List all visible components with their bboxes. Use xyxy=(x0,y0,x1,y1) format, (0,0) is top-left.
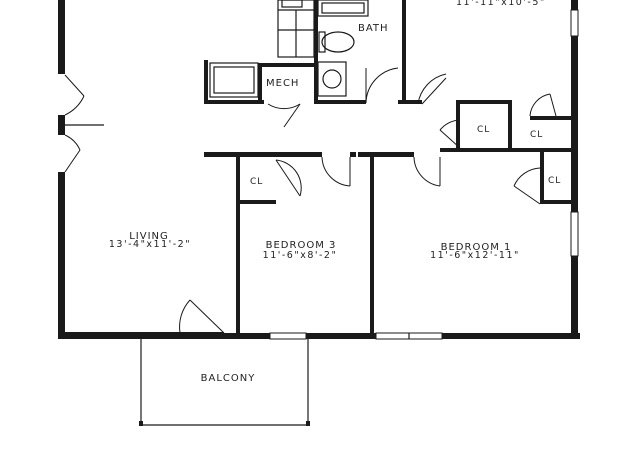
bedroom1-dims: 11'-6"x12'-11" xyxy=(430,250,520,261)
living-label: LIVING xyxy=(129,231,169,242)
closet-label-4: CL xyxy=(250,177,263,187)
bottom-windows xyxy=(269,332,443,340)
interior-walls xyxy=(179,73,571,334)
closet-label-2: CL xyxy=(530,130,543,140)
mech-room xyxy=(204,60,314,128)
top-bedroom-dims: 11'-11"x10'-5" xyxy=(456,0,546,8)
living-dims: 13'-4"x11'-2" xyxy=(109,239,191,250)
left-entry-door xyxy=(58,74,104,173)
bedroom1-label: BEDROOM 1 xyxy=(441,242,512,253)
mech-label: MECH xyxy=(266,78,299,89)
closet-label-1: CL xyxy=(477,125,490,135)
kitchen-bath-area xyxy=(277,0,418,104)
closet-label-3: CL xyxy=(548,176,561,186)
bedroom3-label: BEDROOM 3 xyxy=(266,240,337,251)
bedroom3-dims: 11'-6"x8'-2" xyxy=(263,250,338,261)
balcony xyxy=(139,339,310,426)
balcony-label: BALCONY xyxy=(201,373,256,384)
bath-label: BATH xyxy=(358,23,389,34)
right-windows xyxy=(570,9,579,257)
